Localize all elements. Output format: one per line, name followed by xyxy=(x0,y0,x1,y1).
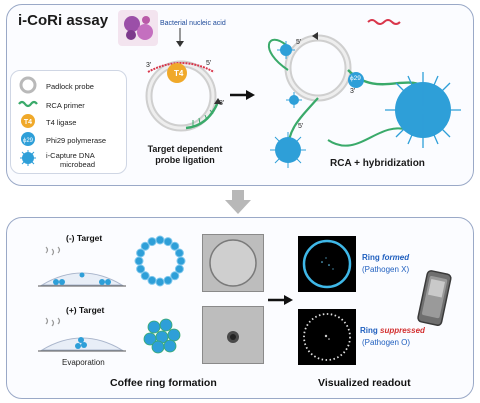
ring-bead xyxy=(176,256,186,266)
phi29-polymerase-icon xyxy=(21,132,35,146)
panel-title: i-CoRi assay xyxy=(18,12,109,29)
svg-text:T4: T4 xyxy=(24,119,32,126)
rca-caption: RCA + hybridization xyxy=(330,158,425,169)
pos-droplet-diagram xyxy=(38,317,126,352)
ring-bead xyxy=(155,235,165,245)
ring-formed-prefix: Ring xyxy=(362,253,382,262)
pathogen-x-label: (Pathogen X) xyxy=(362,265,410,274)
microbead-large xyxy=(385,72,461,148)
smartphone-icon xyxy=(417,270,452,326)
svg-text:ϕ29: ϕ29 xyxy=(23,138,34,144)
microbead-small-1 xyxy=(270,132,306,168)
bacteria-image xyxy=(118,10,158,46)
legend-label-t4-ligase: T4 ligase xyxy=(46,118,77,127)
readout-ring-formed xyxy=(298,236,356,292)
arrow-right-icon-2 xyxy=(268,295,293,305)
legend-label-microbead-2: microbead xyxy=(60,160,96,169)
ring-formed-word: formed xyxy=(382,253,410,262)
pathogen-o-label: (Pathogen O) xyxy=(362,338,411,347)
rca-hybridization-diagram xyxy=(268,19,461,168)
t4-ligase-icon xyxy=(21,114,35,128)
legend-label-phi29: Phi29 polymerase xyxy=(46,136,107,145)
ring-bead xyxy=(163,237,173,247)
ring-suppressed-word: suppressed xyxy=(380,326,425,335)
legend-label-rca-primer: RCA primer xyxy=(46,101,85,110)
phi29-badge-text: ϕ29 xyxy=(350,75,361,82)
probe-3prime-label-b: 3' xyxy=(219,100,225,107)
bacterial-label: Bacterial nucleic acid xyxy=(160,20,226,27)
ring-bead xyxy=(174,264,184,274)
ring-bead xyxy=(163,275,173,285)
micrograph-ring-formed xyxy=(202,234,264,292)
micrograph-ring-suppressed xyxy=(202,306,264,364)
coffee-ring-caption: Coffee ring formation xyxy=(110,377,217,389)
ring-bead xyxy=(136,264,146,274)
ring-bead xyxy=(140,271,150,281)
down-arrow-icon xyxy=(176,28,184,47)
bead-ring-diagram xyxy=(134,235,186,287)
readout-ring-suppressed xyxy=(298,309,356,365)
legend-label-padlock: Padlock probe xyxy=(46,82,94,91)
ring-bead xyxy=(155,277,165,287)
ring-bead xyxy=(134,256,144,266)
neg-droplet-diagram xyxy=(38,246,126,287)
arrow-right-icon xyxy=(230,90,255,100)
rca-5prime-bottom: 5' xyxy=(298,123,304,130)
pos-target-label: (+) Target xyxy=(66,305,105,315)
ring-bead xyxy=(170,241,180,251)
rca-primer-icon xyxy=(18,100,38,108)
neg-target-label: (-) Target xyxy=(66,233,103,243)
ring-bead xyxy=(136,248,146,258)
microbead-small-2 xyxy=(277,41,295,59)
probe-5prime-label: 5' xyxy=(206,60,212,67)
legend-icons: T4 ϕ29 xyxy=(18,76,38,166)
readout-caption: Visualized readout xyxy=(318,377,411,389)
ligation-caption: Target dependent probe ligation xyxy=(140,144,230,166)
down-block-arrow-icon xyxy=(225,190,251,214)
ring-suppressed-label: Ring suppressed xyxy=(360,326,425,335)
ring-formed-label: Ring formed xyxy=(362,253,409,262)
ring-bead xyxy=(140,241,150,251)
ring-bead xyxy=(170,271,180,281)
probe-3prime-label: 3' xyxy=(146,62,152,69)
ring-bead xyxy=(174,248,184,258)
bead-cluster-diagram xyxy=(143,318,181,354)
ring-suppressed-prefix: Ring xyxy=(360,326,380,335)
t4-ligase-icon xyxy=(167,63,187,83)
microbead-icon xyxy=(20,150,36,166)
rca-5prime-top: 5' xyxy=(296,39,302,46)
ligation-caption-line2: probe ligation xyxy=(155,155,215,165)
rca-3prime: 3' xyxy=(350,88,356,95)
t4-badge-text: T4 xyxy=(174,69,184,78)
microbead-small-3 xyxy=(286,92,302,108)
ring-bead xyxy=(147,237,157,247)
padlock-probe-diagram xyxy=(145,60,222,132)
evaporation-label: Evaporation xyxy=(62,358,105,367)
phi29-polymerase-icon xyxy=(348,72,364,88)
ligation-caption-line1: Target dependent xyxy=(147,144,223,154)
padlock-probe-icon xyxy=(19,76,37,94)
ring-bead xyxy=(147,275,157,285)
legend-label-microbead-1: i-Capture DNA xyxy=(46,151,95,160)
